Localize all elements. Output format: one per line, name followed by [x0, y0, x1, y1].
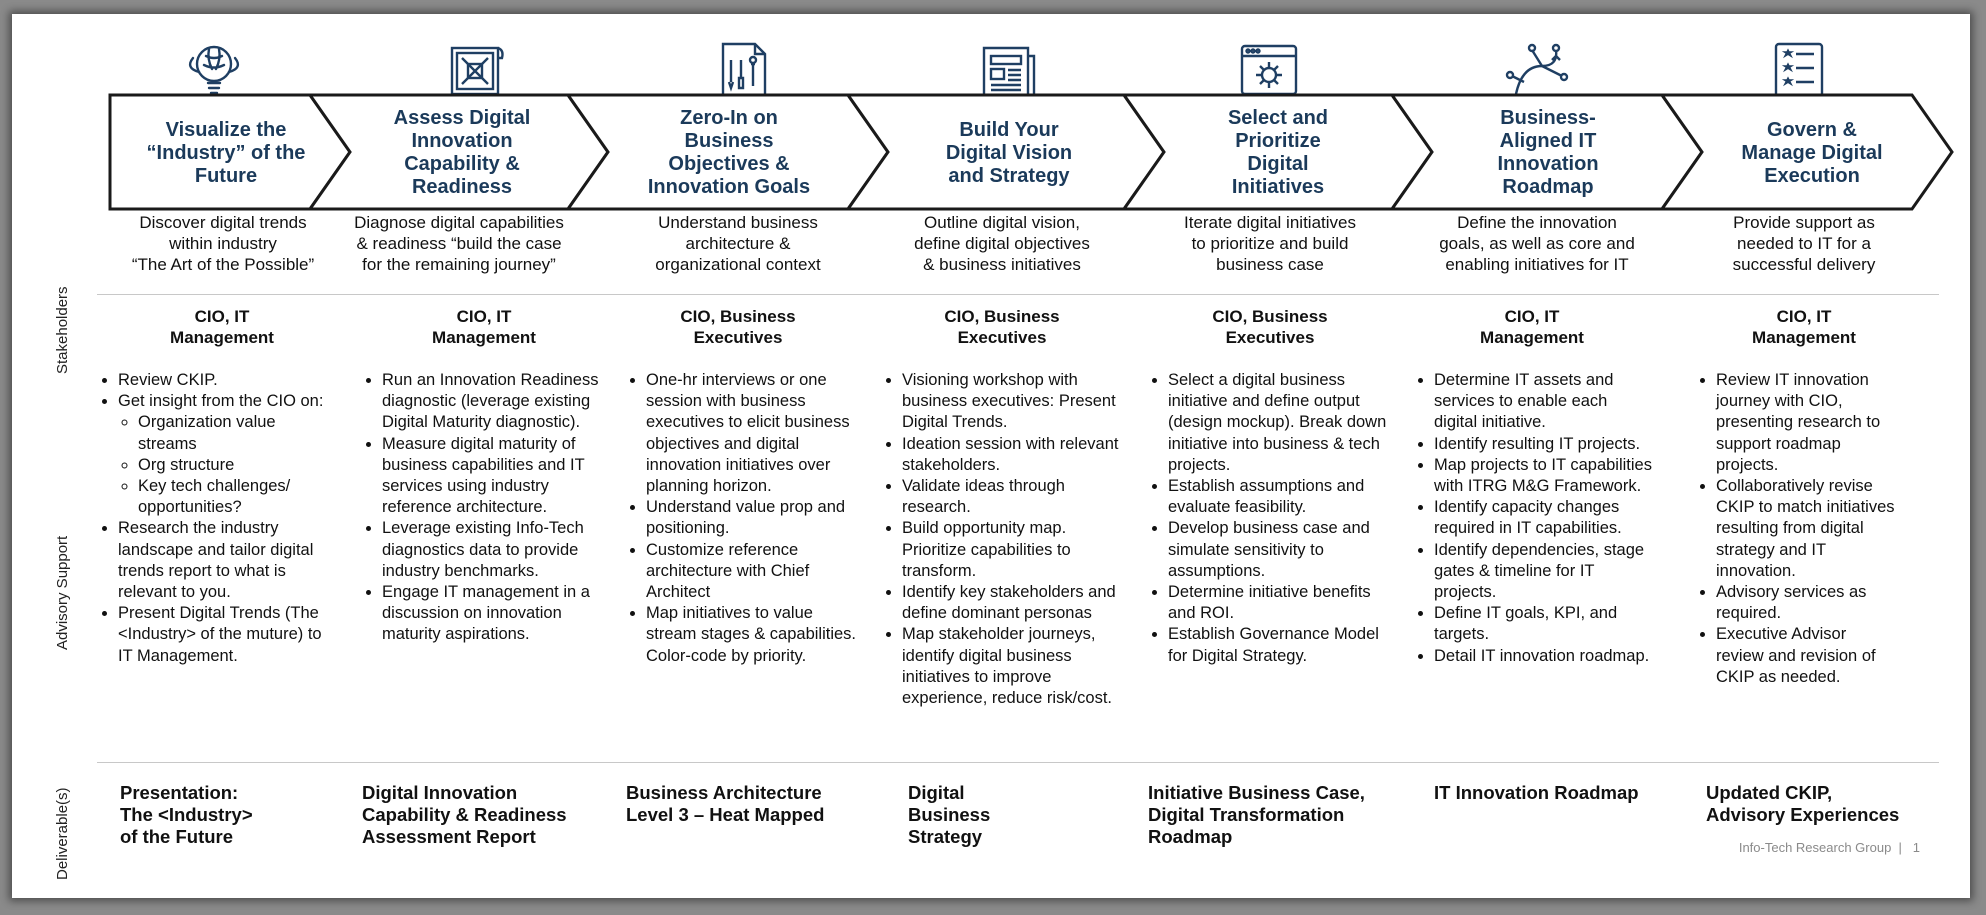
bullet-item: Establish Governance Model for Digital S…	[1168, 624, 1388, 666]
footer-org: Info-Tech Research Group	[1738, 840, 1892, 855]
bullet-item: Visioning workshop with business executi…	[902, 370, 1122, 434]
bullet-item: Determine IT assets and services to enab…	[1434, 370, 1654, 434]
bullet-item: Collaboratively revise CKIP to match ini…	[1716, 476, 1896, 582]
bullet-item: Advisory services as required.	[1716, 582, 1896, 624]
bullet-item: Executive Advisor review and revision of…	[1716, 624, 1896, 688]
bullet-item: Identify capacity changes required in IT…	[1434, 497, 1654, 539]
bullet-item: Determine initiative benefits and ROI.	[1168, 582, 1388, 624]
sub-bullet-item: Org structure	[138, 455, 330, 476]
phase-4-advisory: Visioning workshop with business executi…	[882, 370, 1122, 709]
bullet-item: Map initiatives to value stream stages &…	[646, 603, 866, 667]
page-number: 1	[1912, 840, 1920, 855]
phase-6-advisory: Determine IT assets and services to enab…	[1414, 370, 1654, 667]
phase-1-advisory: Review CKIP. Get insight from the CIO on…	[98, 370, 330, 667]
bullet-item: Present Digital Trends (The <Industry> o…	[118, 603, 330, 667]
sub-bullet-item: Key tech challenges/ opportunities?	[138, 476, 330, 518]
phase-5-advisory: Select a digital business initiative and…	[1148, 370, 1388, 667]
sub-bullet-item: Organization value streams	[138, 412, 330, 454]
phase-4-description: Outline digital vision,define digital ob…	[914, 213, 1090, 274]
bullet-item: Understand value prop and positioning.	[646, 497, 866, 539]
phase-7-deliverable: Updated CKIP,Advisory Experiences	[1706, 782, 1900, 825]
bullet-item: One-hr interviews or one session with bu…	[646, 370, 866, 497]
bullet-item: Map projects to IT capabilities with ITR…	[1434, 455, 1654, 497]
bullet-item: Measure digital maturity of business cap…	[382, 434, 602, 519]
deliverables-label: Deliverable(s)	[54, 787, 71, 880]
row-divider-bottom	[97, 762, 1939, 763]
footer: Info-Tech Research Group | 1	[1739, 840, 1920, 855]
bullet-item: Engage IT management in a discussion on …	[382, 582, 602, 646]
advisory-support-label: Advisory Support	[54, 535, 71, 650]
phase-7-advisory: Review IT innovation journey with CIO, p…	[1680, 370, 1896, 688]
bullet-item: Review CKIP.	[118, 370, 330, 391]
brain-lightbulb-icon	[179, 36, 249, 106]
bullet-item: Get insight from the CIO on: Organizatio…	[118, 391, 330, 518]
document-tools-icon	[709, 36, 779, 106]
phase-3-advisory: One-hr interviews or one session with bu…	[626, 370, 866, 667]
bullet-item: Define IT goals, KPI, and targets.	[1434, 603, 1654, 645]
phase-2-advisory: Run an Innovation Readiness diagnostic (…	[362, 370, 602, 646]
bullet-item: Develop business case and simulate sensi…	[1168, 518, 1388, 582]
phase-2-description: Diagnose digital capabilities& readiness…	[354, 213, 564, 274]
phase-5-deliverable: Initiative Business Case,Digital Transfo…	[1148, 782, 1365, 847]
bullet-item: Ideation session with relevant stakehold…	[902, 434, 1122, 476]
bullet-item: Identify dependencies, stage gates & tim…	[1434, 540, 1654, 604]
phase-6-deliverable: IT Innovation Roadmap	[1434, 782, 1639, 803]
footer-separator: |	[1898, 840, 1902, 855]
bullet-item: Validate ideas through research.	[902, 476, 1122, 518]
bullet-item: Establish assumptions and evaluate feasi…	[1168, 476, 1388, 518]
bullet-item: Select a digital business initiative and…	[1168, 370, 1388, 476]
bullet-item: Leverage existing Info-Tech diagnostics …	[382, 518, 602, 582]
stakeholders-label: Stakeholders	[54, 286, 71, 374]
bullet-item: Identify resulting IT projects.	[1434, 434, 1654, 455]
bullet-item: Identify key stakeholders and define dom…	[902, 582, 1122, 624]
bullet-item: Customize reference architecture with Ch…	[646, 540, 866, 604]
route-nodes-icon	[1502, 36, 1572, 106]
bullet-item: Build opportunity map. Prioritize capabi…	[902, 518, 1122, 582]
process-chevrons	[108, 93, 1954, 211]
bullet-item: Research the industry landscape and tail…	[118, 518, 330, 603]
bullet-item: Run an Innovation Readiness diagnostic (…	[382, 370, 602, 434]
row-divider-top	[97, 294, 1939, 295]
phase-1-deliverable: Presentation:The <Industry>of the Future	[120, 782, 253, 847]
bullet-item: Detail IT innovation roadmap.	[1434, 646, 1654, 667]
bullet-item: Map stakeholder journeys, identify digit…	[902, 624, 1122, 709]
bullet-item: Review IT innovation journey with CIO, p…	[1716, 370, 1896, 476]
chevron-7	[1659, 93, 1954, 211]
